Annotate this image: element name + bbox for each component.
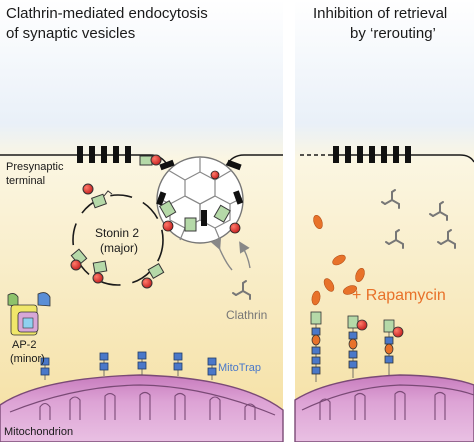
presynaptic-label-line1: Presynaptic [6,161,64,173]
ap2-complex [7,292,51,336]
panel-divider [283,0,295,442]
rapamycin-molecules [311,214,365,306]
membrane-transporters-left [77,146,131,163]
right-panel-title-line2: by ‘rerouting’ [350,25,436,42]
stonin-label-line2: (major) [100,241,138,255]
right-plasma-membrane [328,154,474,163]
left-panel-title-line2: of synaptic vesicles [6,25,136,42]
mitochondrion-label: Mitochondrion [4,426,74,438]
clathrin-exchange-arrows [210,237,251,271]
mitochondrion-right [294,374,474,442]
right-panel-title-line1: Inhibition of retrieval [313,5,448,22]
presynaptic-label-line2: terminal [6,175,46,187]
clathrin-coated-vesicle [156,156,244,244]
stonin-membrane-bound [139,154,162,166]
left-panel-title-line1: Clathrin-mediated endocytosis [6,5,208,22]
clathrin-label: Clathrin [226,308,268,322]
membrane-transporters-right [333,146,411,163]
ap2-label-line2: (minor) [10,353,45,365]
mitotrap-label: MitoTrap [218,362,261,374]
stonin-cycle [70,183,165,289]
stonin-label-line1: Stonin 2 [95,226,140,240]
right-panel-background [295,0,474,442]
rapamycin-label: + Rapamycin [352,287,446,304]
trapped-stonin-stacks [310,311,404,382]
mitotrap-anchors-left [40,351,217,380]
mitochondrion-left [0,374,284,442]
ap2-label-line1: AP-2 [12,339,37,351]
